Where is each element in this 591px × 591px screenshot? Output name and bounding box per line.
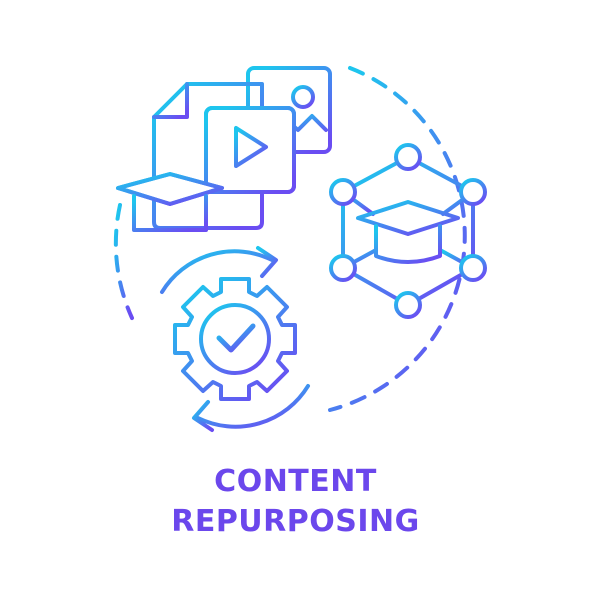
caption-title: CONTENT REPURPOSING [0, 462, 591, 542]
dashed-circle [113, 66, 467, 412]
graduation-cap-icon [116, 172, 224, 232]
graduation-cap-icon [356, 200, 460, 264]
caption-line-1: CONTENT [214, 464, 377, 499]
gear-checkmark-icon [173, 277, 297, 401]
video-play-icon [204, 106, 296, 194]
refresh-arrows-icon [160, 246, 310, 432]
caption-line-2: REPURPOSING [171, 504, 420, 539]
network-cube-icon [329, 143, 487, 319]
media-documents-icon [116, 66, 332, 232]
